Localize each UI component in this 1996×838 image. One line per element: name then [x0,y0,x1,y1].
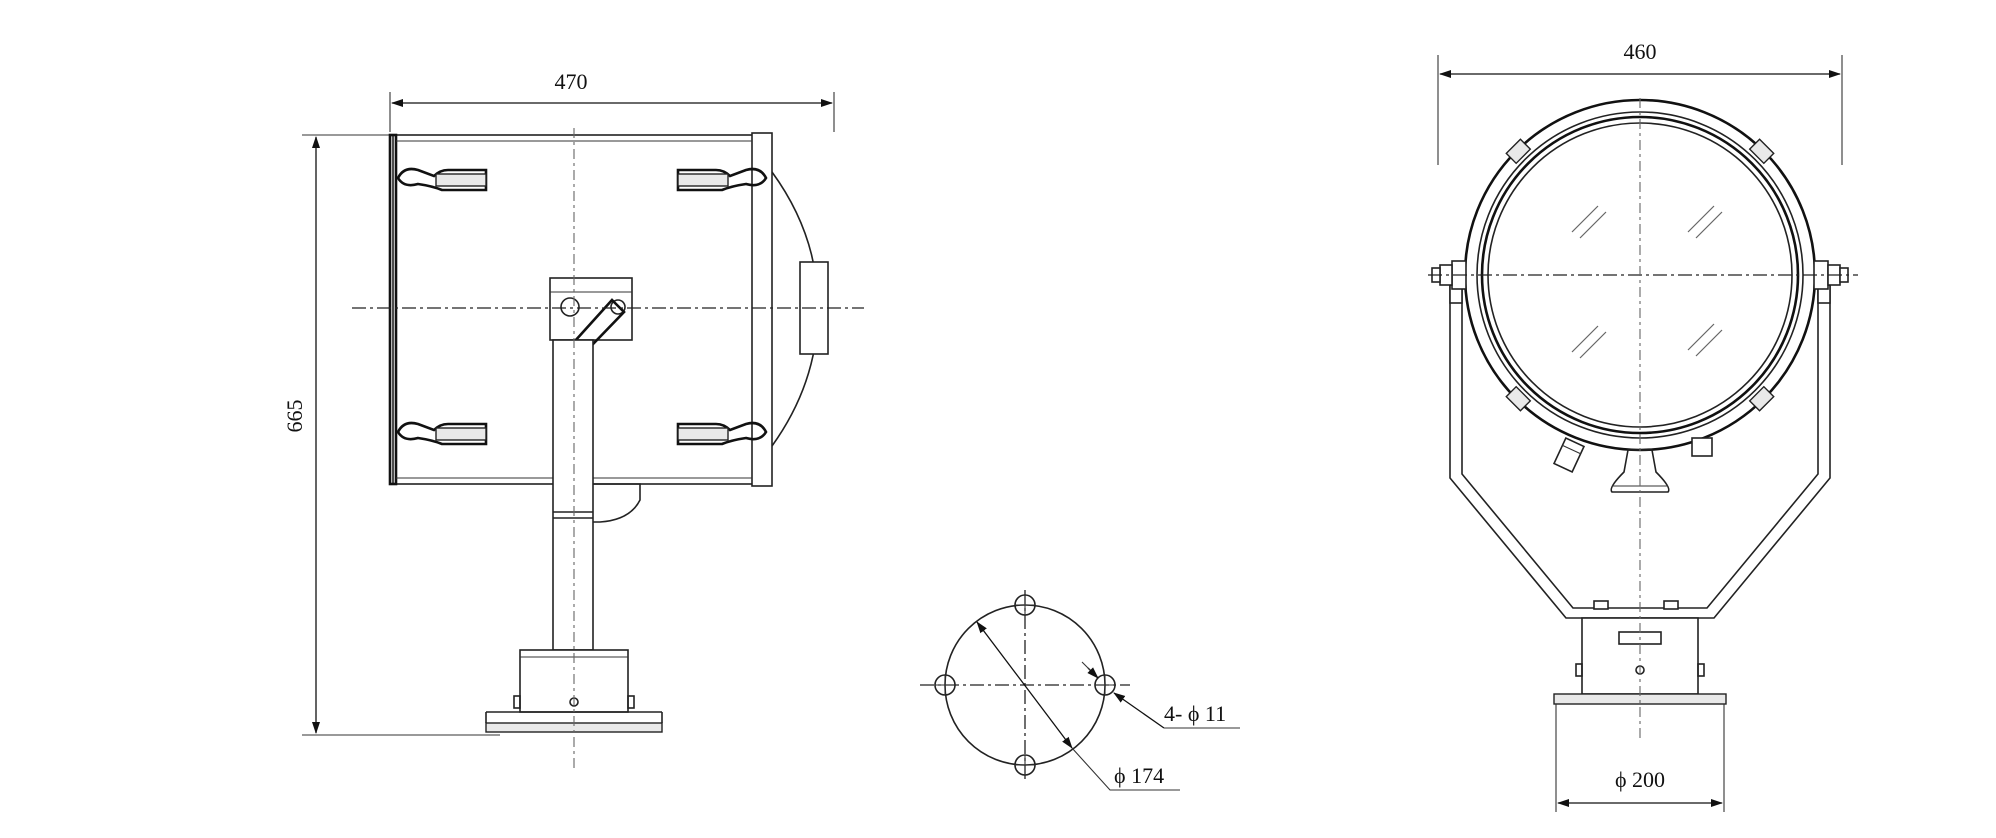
dimension-665-label: 665 [282,400,307,433]
latch-bottom-right [676,421,768,446]
side-view: 470 665 [282,69,864,770]
latch-top-left [396,167,488,192]
width-dimension-460: 460 [1437,39,1843,165]
latch-bottom-left [396,421,488,446]
width-dimension-470: 470 [389,69,835,132]
dimension-470-label: 470 [555,69,588,94]
latch-top-right [676,167,768,192]
pitch-circle-callout: ϕ 174 [1114,763,1164,788]
base-dimension-phi200: ϕ 200 [1555,704,1725,812]
height-dimension-665: 665 [282,134,500,736]
front-view: 460 [1428,39,1858,812]
rim-clamps-front [1505,138,1775,412]
bottom-fittings-front [1552,437,1713,493]
base-callout: ϕ 200 [1615,767,1665,792]
glass-reflection-marks [1571,205,1723,359]
hole-callout: 4- ϕ 11 [1164,701,1226,726]
column-side [552,339,641,651]
dimension-460-label: 460 [1624,39,1657,64]
base-hole-pattern: ϕ 174 4- ϕ 11 [920,590,1240,791]
